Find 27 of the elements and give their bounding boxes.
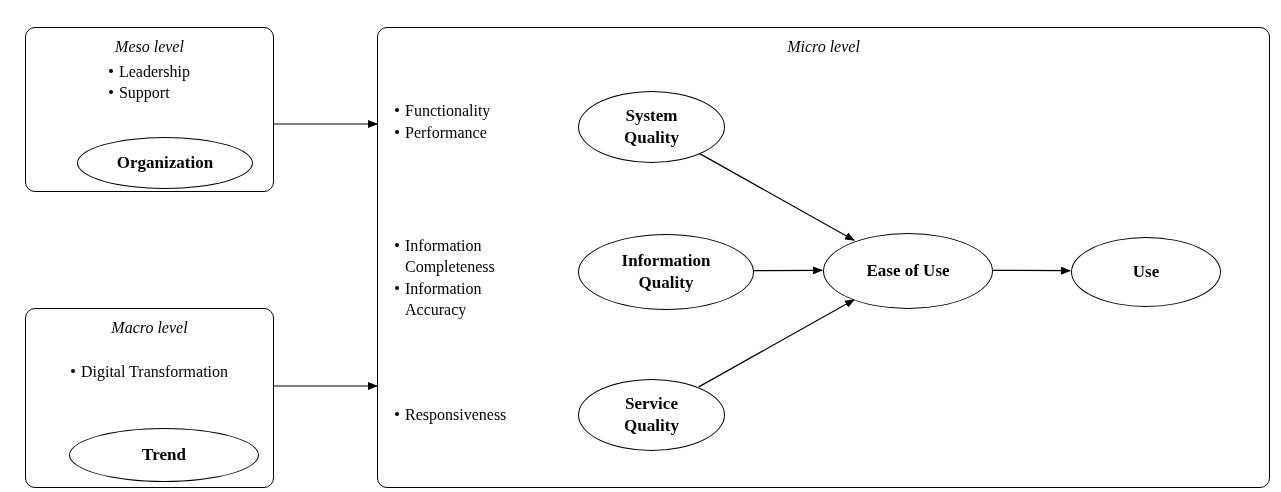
arrow xyxy=(991,266,1071,275)
arrow xyxy=(752,266,823,275)
bullet-text: Leadership xyxy=(118,62,191,82)
node-label: System Quality xyxy=(623,105,680,149)
node-label: Ease of Use xyxy=(866,260,950,282)
level-heading: Meso level xyxy=(115,37,184,57)
node-label: Service Quality xyxy=(623,393,680,437)
bullet-text: Performance xyxy=(405,123,487,143)
node-label: Organization xyxy=(116,152,214,174)
node-label: Trend xyxy=(142,444,186,466)
bullet-text: Support xyxy=(118,83,170,103)
node-label: Use xyxy=(1132,261,1160,283)
bullet-text: Digital Transformation xyxy=(80,362,229,382)
level-box xyxy=(25,308,274,488)
level-heading: Macro level xyxy=(111,318,188,338)
arrow xyxy=(273,120,378,128)
arrow xyxy=(698,299,855,388)
bullet-text: Responsiveness xyxy=(405,405,507,425)
arrow xyxy=(698,152,855,241)
bullet-text: Information Accuracy xyxy=(405,279,483,320)
arrow xyxy=(273,382,378,390)
level-heading: Micro level xyxy=(787,37,860,57)
bullet-text: Information Completeness xyxy=(405,236,496,277)
bullet-text: Functionality xyxy=(405,101,491,121)
level-box xyxy=(25,27,274,192)
level-box xyxy=(377,27,1270,488)
node-label: Information Quality xyxy=(620,250,712,294)
